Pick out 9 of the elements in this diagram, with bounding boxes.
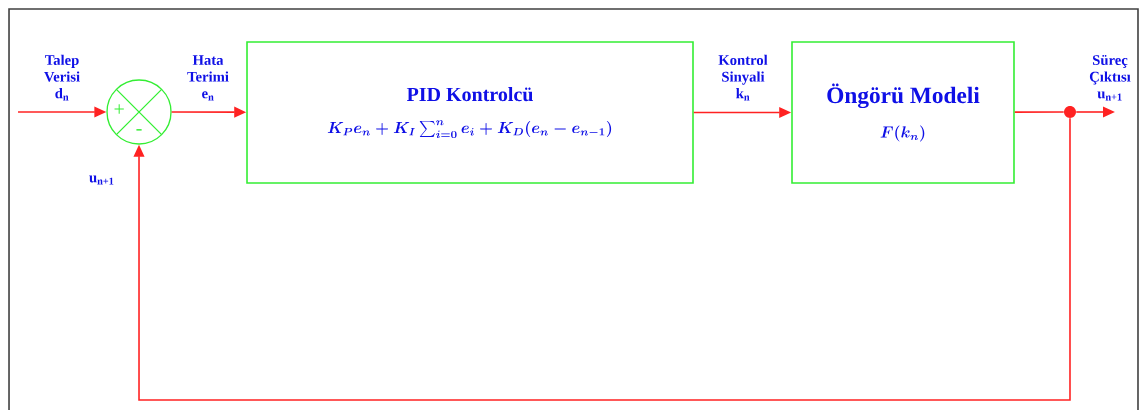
block-box: Öngörü Modeli $F(k_n)$ — [791, 41, 1015, 184]
block-box: PID Kontrolcü $K_P e_n + K_I \sum_{i=0}^{n} e_i + K_D(e_n - e_{n-1})$ — [246, 41, 694, 184]
arrow — [133, 117, 1071, 401]
summing-junction: + - — [106, 79, 172, 145]
edge-label: Kontrol Sinyali k$_{n}$ — [718, 54, 768, 101]
edge-label: Hata Terimi e$_{n}$ — [187, 55, 229, 101]
edge-label: u$_{n+1}$ — [89, 175, 114, 185]
edge-label: Talep Verisi d$_{n}$ — [44, 54, 80, 101]
edge-label: Süreç Çıktısı u$_{n+1}$ — [1089, 55, 1131, 101]
